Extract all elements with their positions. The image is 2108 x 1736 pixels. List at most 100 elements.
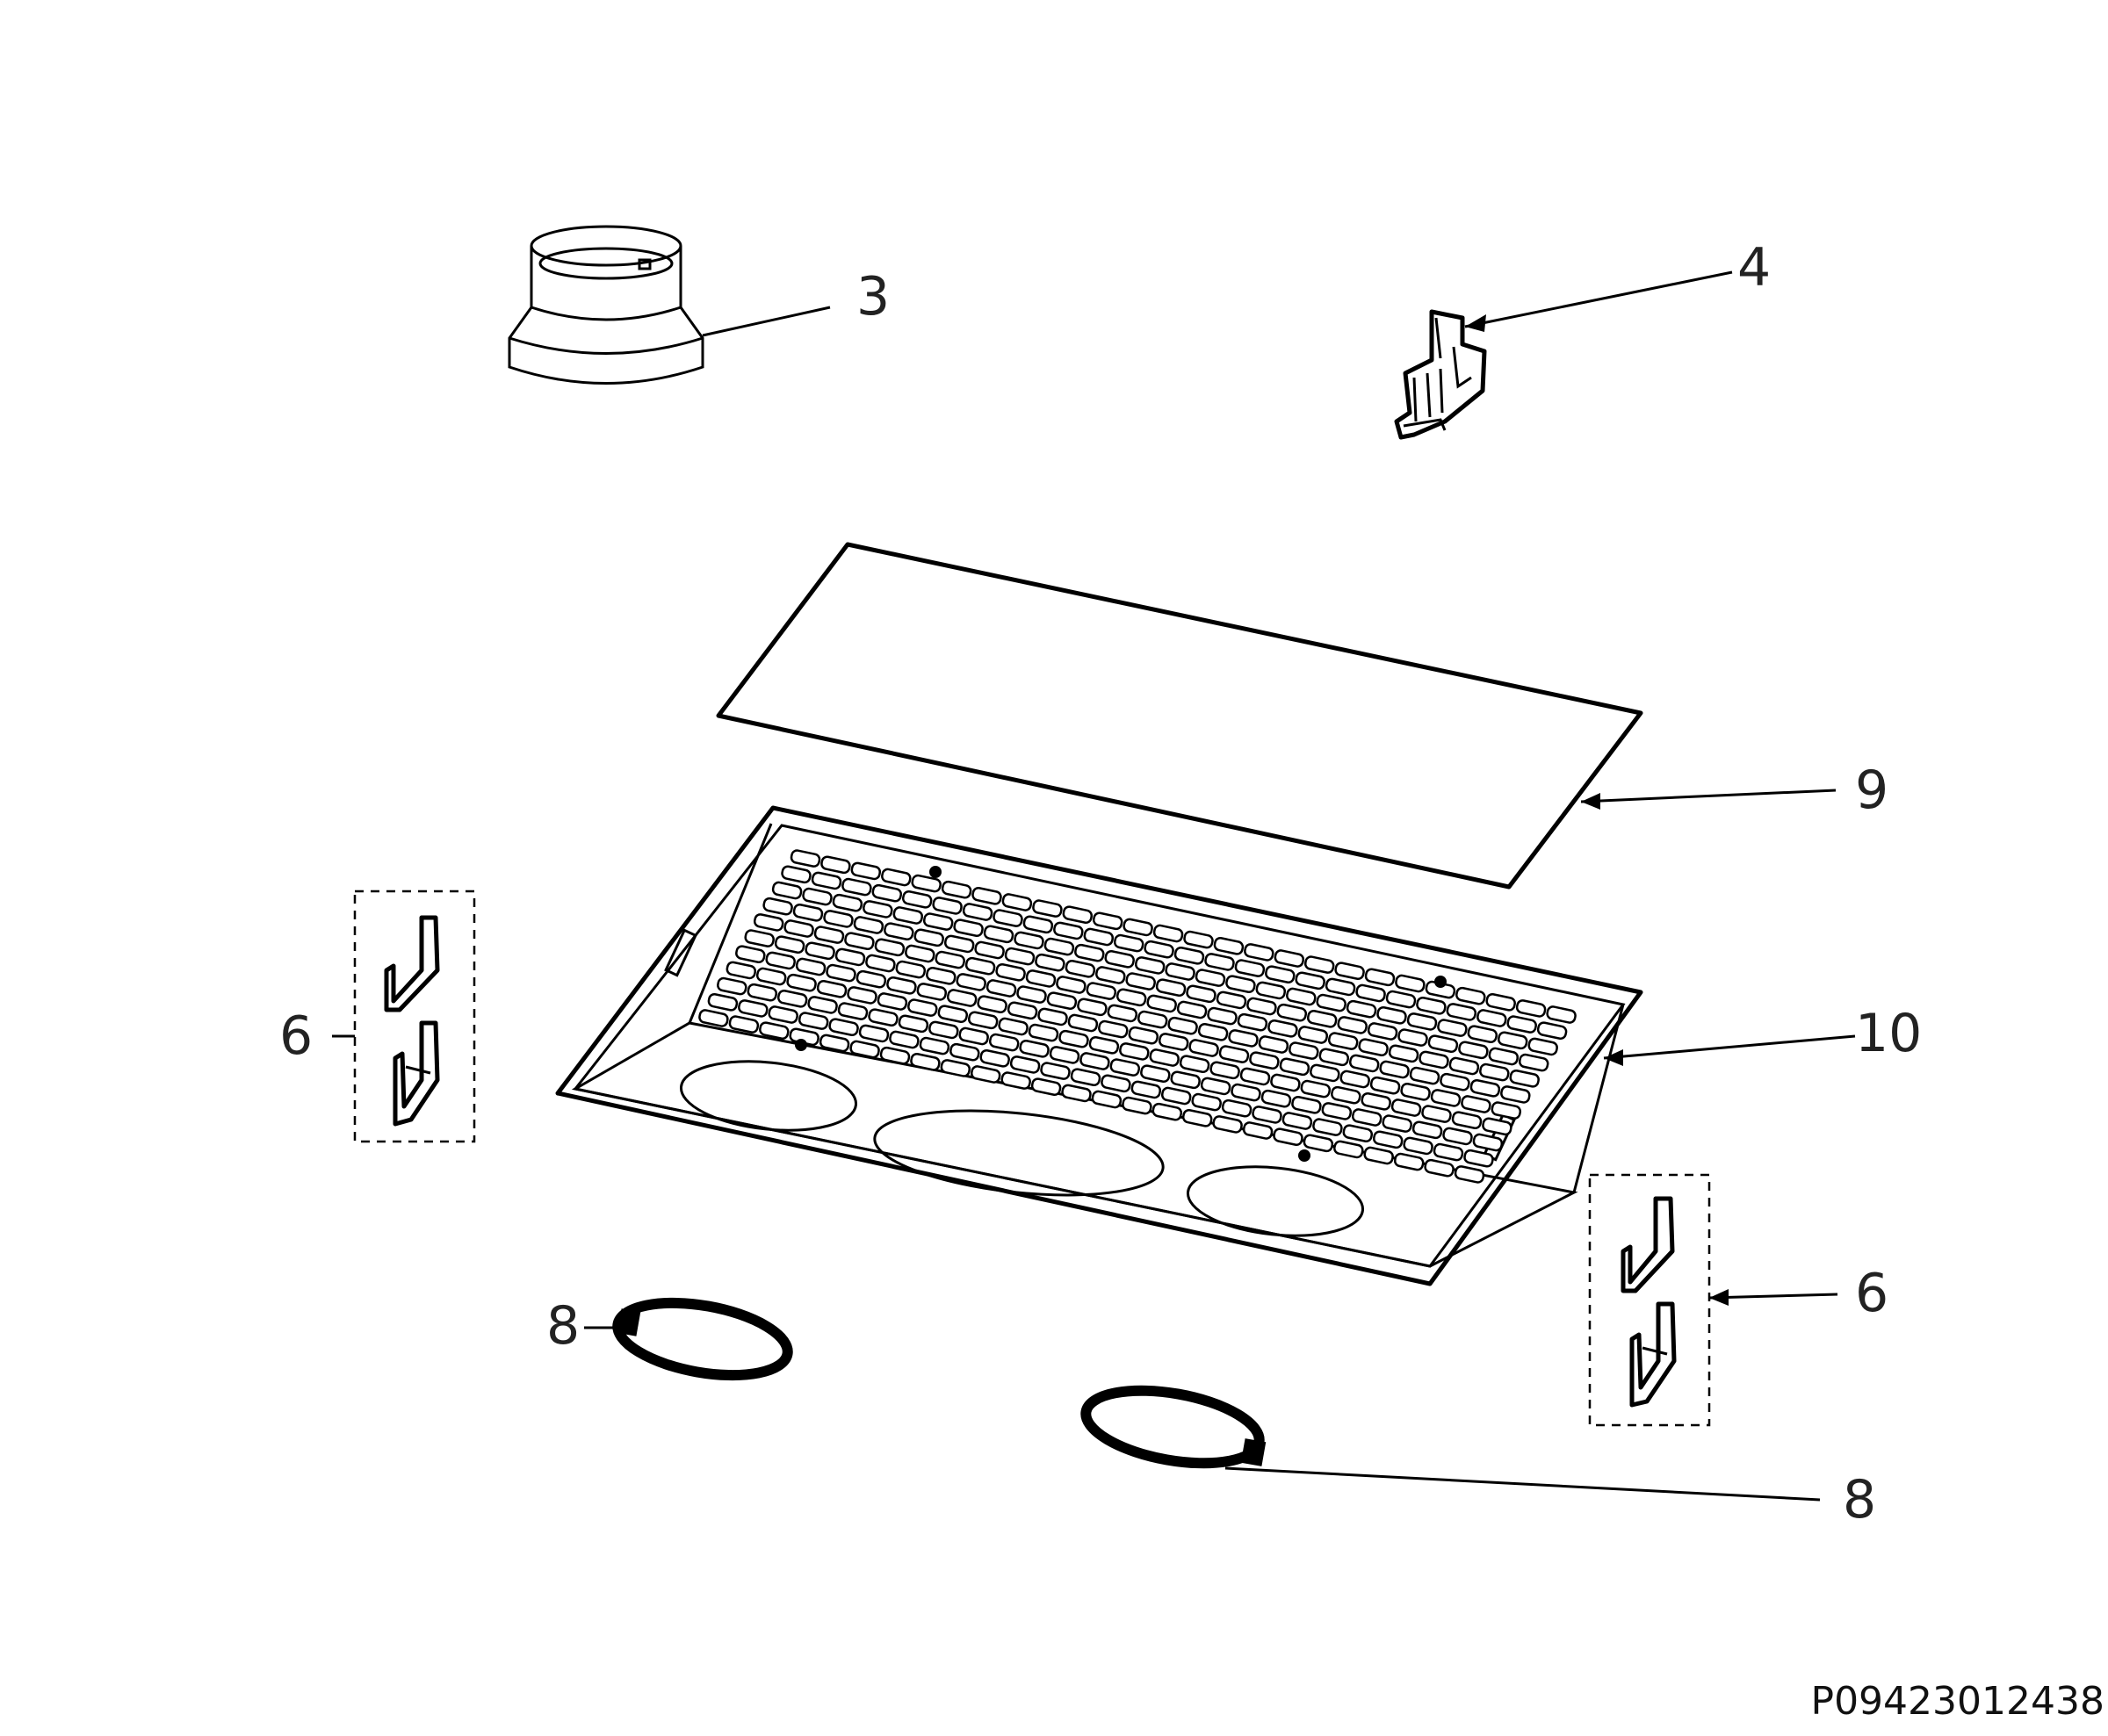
mounting-clips-icon[interactable] [353, 890, 476, 1143]
grille-slot [1491, 1101, 1522, 1120]
grille-slots [698, 849, 1577, 1184]
grille-slot [738, 999, 769, 1018]
grease-filter-grille-icon[interactable] [555, 805, 1643, 1286]
grille-slot [1007, 1001, 1038, 1020]
grille-slot [1191, 1092, 1222, 1112]
grille-slot [1255, 981, 1287, 1000]
grille-slot [759, 1021, 790, 1041]
grille-slot [755, 967, 787, 986]
grille-slot [1098, 1019, 1129, 1039]
grille-slot [1400, 1082, 1431, 1101]
light-ring-icon[interactable] [1080, 1379, 1267, 1475]
grille-slot [1424, 1158, 1455, 1178]
grille-slot [1509, 1069, 1540, 1088]
grille-slot [819, 1034, 850, 1053]
grille-slot [1213, 936, 1245, 955]
grille-slot [1376, 1005, 1407, 1025]
grille-slot [1160, 1086, 1192, 1106]
grille-slot [820, 855, 851, 875]
grille-slot [1546, 1005, 1577, 1024]
grille-slot [1303, 955, 1335, 974]
grille-slot [771, 881, 803, 900]
grille-slot [1455, 986, 1486, 1005]
grille-slot [1137, 1010, 1168, 1029]
grille-slot [1363, 1146, 1394, 1165]
grille-slot [1104, 949, 1135, 969]
filter-pad-icon[interactable] [716, 542, 1643, 890]
grille-slot [726, 961, 757, 980]
grille-slot [1207, 1006, 1238, 1026]
grille-slot [1482, 1117, 1512, 1136]
grille-slot [974, 940, 1005, 960]
light-ring-icon[interactable] [612, 1292, 793, 1387]
grille-slot [1101, 1074, 1131, 1093]
grille-slot [1083, 927, 1115, 947]
grille-slot [1058, 1029, 1089, 1048]
grille-slot [1022, 915, 1054, 934]
mounting-clips-icon[interactable] [1588, 1173, 1711, 1427]
grille-slot [993, 909, 1023, 927]
grille-slot [1388, 1044, 1419, 1063]
grille-slot [1379, 1060, 1410, 1079]
grille-slot [1454, 1165, 1485, 1184]
grille-slot [1421, 1105, 1452, 1123]
grille-slot [943, 934, 975, 954]
grille-slot [1395, 974, 1426, 993]
grille-slot [970, 1065, 1001, 1084]
grille-slot [916, 983, 948, 1001]
grille-slot [1433, 1142, 1464, 1162]
grille-slot [1409, 1066, 1440, 1085]
grille-slot [941, 880, 972, 899]
grille-slot [1419, 1050, 1449, 1070]
grille-slot [844, 932, 875, 951]
callout-8-left: 8 [546, 1295, 580, 1357]
grille-slot [871, 883, 903, 903]
grille-slot [802, 887, 833, 906]
grille-slot [774, 935, 805, 954]
grille-slot [1049, 1046, 1080, 1064]
grille-slot [907, 998, 938, 1017]
grille-slot [988, 1033, 1020, 1052]
grille-slot [1321, 1102, 1353, 1120]
grille-slot [841, 877, 872, 897]
grille-slot [1109, 1058, 1141, 1077]
grille-slot [858, 1024, 890, 1043]
grille-slot [1416, 996, 1447, 1015]
grille-slot [919, 1036, 950, 1055]
grille-slot [1469, 1078, 1501, 1098]
grille-slot [958, 1026, 989, 1046]
grille-slot [1086, 982, 1117, 1000]
grille-slot [1125, 972, 1156, 990]
grille-slot [1515, 999, 1547, 1018]
grille-slot [1500, 1085, 1531, 1104]
grille-slot [768, 1005, 798, 1024]
grille-slot [1442, 1127, 1473, 1146]
grille-slot [1303, 1134, 1334, 1153]
grille-slot [1440, 1072, 1470, 1091]
grille-slot [971, 886, 1002, 905]
grille-slot [1239, 1067, 1271, 1086]
grille-slot [776, 989, 808, 1008]
grille-slot [889, 1030, 920, 1049]
grille-slot [1463, 1149, 1494, 1168]
grille-slot [901, 890, 933, 909]
grille-slot [1346, 999, 1377, 1019]
grille-slot [881, 868, 912, 887]
grille-slot [1062, 905, 1094, 925]
grille-slot [1244, 943, 1274, 962]
grille-slot [1318, 1048, 1350, 1067]
grille-slot [1267, 1019, 1298, 1038]
grille-slot [1461, 1095, 1491, 1113]
grille-slot [940, 1059, 971, 1077]
grille-slot [826, 963, 856, 983]
grille-slot [1497, 1031, 1528, 1050]
grille-slot [832, 893, 863, 912]
grille-slot [1364, 968, 1396, 987]
grille-slot [1195, 969, 1226, 987]
duct-adapter-icon[interactable] [508, 225, 704, 385]
bracket-clip-icon[interactable] [1394, 309, 1487, 440]
grille-slot [865, 954, 896, 973]
grille-slot [874, 938, 906, 957]
grille-slot [1331, 1085, 1361, 1105]
